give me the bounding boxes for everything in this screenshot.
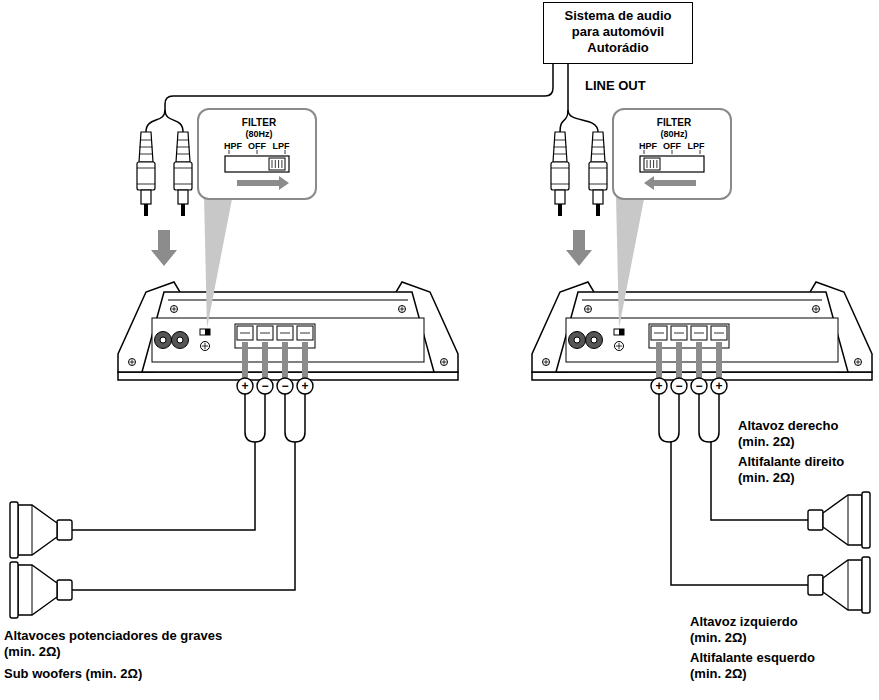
node-text: (80Hz) (660, 130, 687, 139)
signal-label: LINE OUT (585, 78, 646, 94)
node-text: FILTER (657, 118, 691, 128)
node-text: LPF (688, 142, 705, 151)
filter-callout: FILTER (80Hz)HPF OFF LPF (612, 108, 732, 200)
polarity-sign: − (675, 380, 682, 392)
polarity-sign: + (301, 380, 308, 392)
node-text: FILTER (242, 118, 276, 128)
switch-body (225, 156, 289, 172)
direction-arrow (644, 176, 696, 190)
switch-body (640, 156, 704, 172)
speaker-label: Altifalante direito (min. 2Ω) (738, 454, 870, 486)
head-unit-box: Sistema de audio para automóvilAutorádio (543, 2, 693, 64)
node-text: HPF (224, 142, 242, 151)
node-text: Autorádio (550, 40, 686, 56)
polarity-sign: − (261, 380, 268, 392)
slider-grip (647, 160, 648, 168)
slider-grip (650, 160, 651, 168)
polarity-sign: − (281, 380, 288, 392)
switch-slider (269, 158, 285, 170)
polarity-sign: + (655, 380, 662, 392)
slider-grip (281, 160, 282, 168)
filter-callout: FILTER (80Hz)HPF OFF LPF (197, 108, 317, 200)
node-text: LPF (273, 142, 290, 151)
slider-grip (278, 160, 279, 168)
slider-grip (656, 160, 657, 168)
node-text: OFF (663, 142, 681, 151)
node-text: Sistema de audio para automóvil (550, 8, 686, 40)
speaker-label: Sub woofers (min. 2Ω) (4, 666, 249, 682)
speaker-label: Altavoz derecho (min. 2Ω) (738, 418, 870, 450)
polarity-sign: + (241, 380, 248, 392)
speaker-label: Altavoces potenciadores de graves (min. … (4, 628, 249, 660)
polarity-sign: − (695, 380, 702, 392)
switch-slider (644, 158, 660, 170)
node-text: OFF (248, 142, 266, 151)
node-text: (80Hz) (245, 130, 272, 139)
slider-grip (653, 160, 654, 168)
slider-grip (272, 160, 273, 168)
direction-arrow (237, 176, 289, 190)
polarity-sign: + (715, 380, 722, 392)
slider-grip (275, 160, 276, 168)
speaker-label: Altavoz izquierdo (min. 2Ω) (690, 614, 822, 646)
node-text: HPF (639, 142, 657, 151)
speaker-label: Altifalante esquerdo (min. 2Ω) (690, 650, 830, 682)
